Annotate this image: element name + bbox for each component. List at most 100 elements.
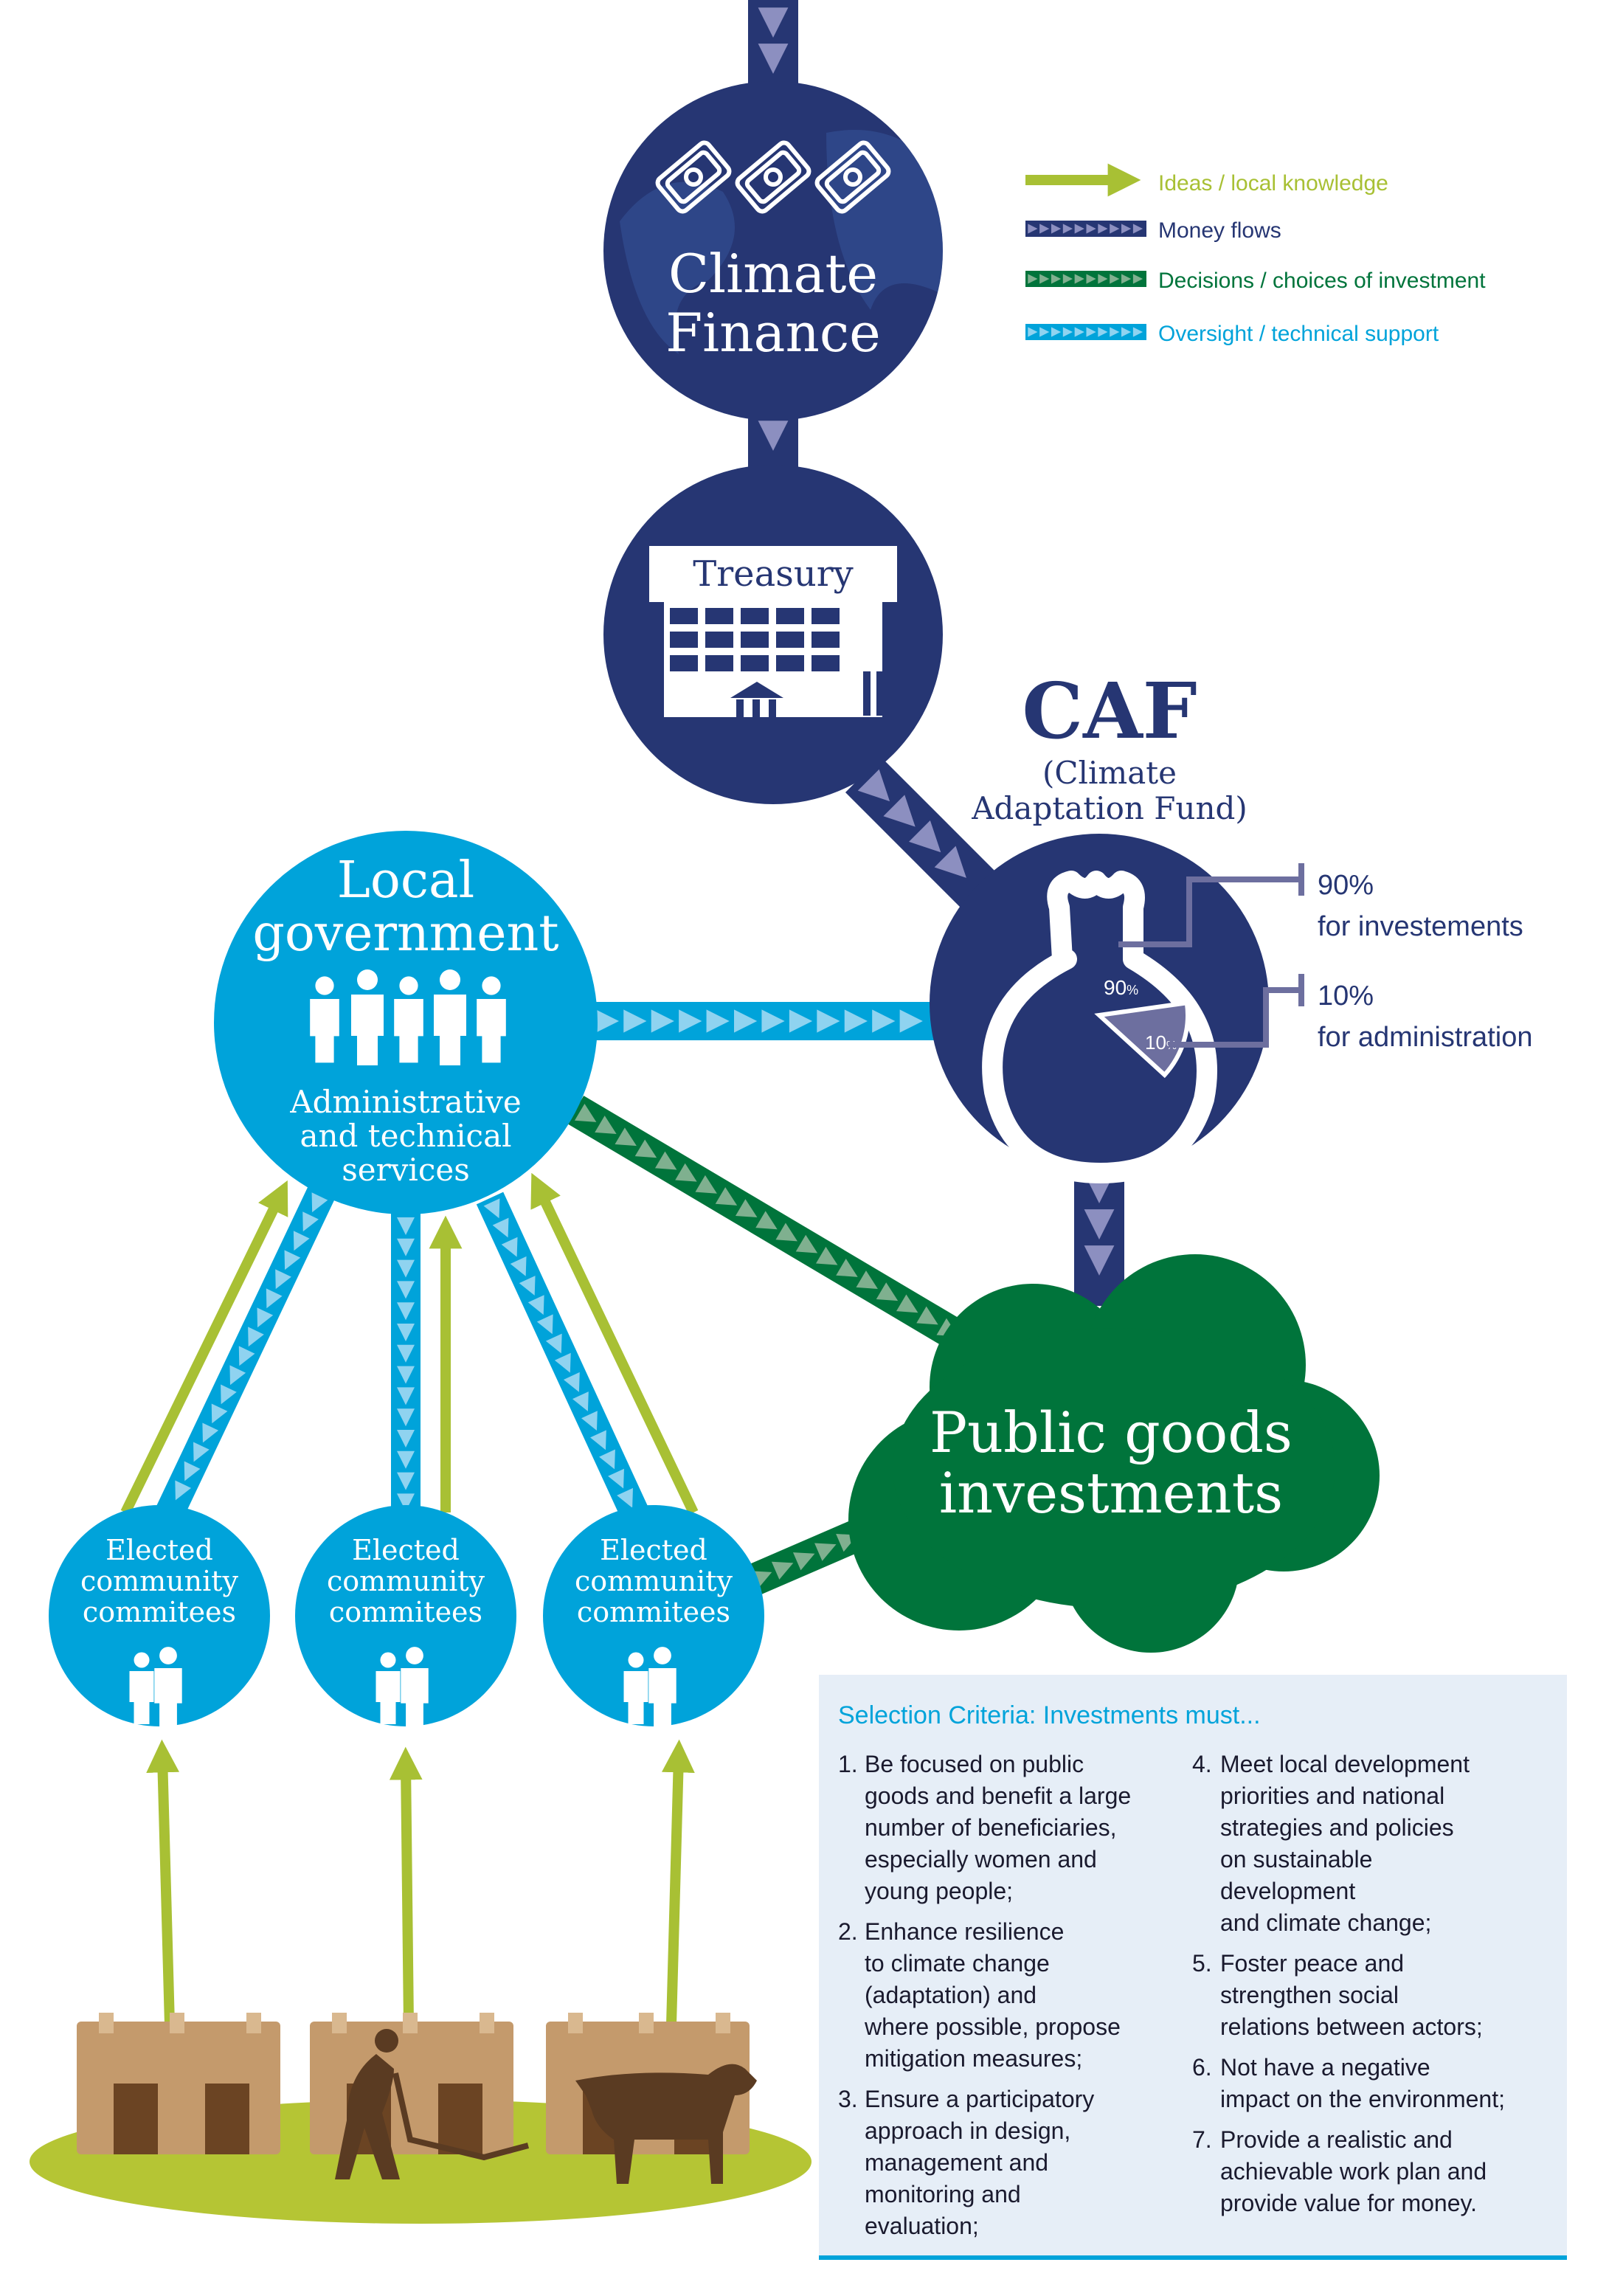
chevron-mark <box>397 1366 415 1384</box>
chevron-mark <box>1039 327 1050 337</box>
local-government-sub-2: and technical <box>300 1118 511 1154</box>
chevron-mark <box>1098 224 1108 234</box>
criteria-line: management and <box>865 2149 1048 2176</box>
caf-title: CAF <box>1022 665 1197 756</box>
criteria-line: (adaptation) and <box>865 1982 1037 2008</box>
chevron-mark <box>1098 327 1108 337</box>
chevron-mark <box>775 1223 797 1242</box>
climate-finance-label-2: Finance <box>665 302 881 364</box>
chevron-mark <box>1121 274 1132 284</box>
globe-icon <box>620 130 943 354</box>
chevron-mark <box>563 1372 580 1392</box>
chevron-mark <box>916 1306 938 1325</box>
chevron-mark <box>872 1009 896 1033</box>
chevron-mark <box>501 1237 518 1257</box>
chevron-mark <box>397 1472 415 1490</box>
climate-finance-label-1: Climate <box>668 243 878 305</box>
legend-decisions: Decisions / choices of investment <box>1158 269 1486 293</box>
chevron-mark <box>1062 274 1073 284</box>
chevron-mark <box>817 1009 840 1033</box>
chevron-mark <box>792 1552 815 1571</box>
chevron-mark <box>581 1411 598 1431</box>
criteria-line: especially women and <box>865 1846 1097 1873</box>
chevron-mark <box>595 1009 619 1033</box>
chevron-mark <box>1062 224 1073 234</box>
chevron-mark <box>397 1281 415 1299</box>
chevron-mark <box>1028 224 1038 234</box>
chevron-mark <box>623 1009 647 1033</box>
chevron-mark <box>679 1009 702 1033</box>
chevron-mark <box>814 1543 837 1561</box>
chevron-mark <box>675 1163 697 1182</box>
criteria-line: evaluation; <box>865 2213 979 2239</box>
chevron-mark <box>1051 274 1062 284</box>
chevron-mark <box>595 1116 617 1134</box>
local-government-sub-3: services <box>342 1152 470 1188</box>
criteria-number: 3. <box>838 2086 858 2112</box>
criteria-line: strengthen social <box>1220 1982 1399 2008</box>
farmer-icon <box>335 2029 530 2179</box>
chevron-mark <box>1074 224 1084 234</box>
committee-label: community <box>575 1565 733 1597</box>
criteria-line: Enhance resilience <box>865 1918 1064 1945</box>
chevron-mark <box>815 1246 838 1265</box>
chevron-mark <box>876 1282 899 1301</box>
chevron-mark <box>211 1403 228 1424</box>
chevron-mark <box>836 1259 858 1277</box>
oversight-flow-to-committee-3 <box>476 1192 648 1519</box>
caf-node: CAF (Climate Adaptation Fund) 90% 10% 90… <box>930 665 1532 1183</box>
chevron-mark <box>1132 274 1143 284</box>
chevron-mark <box>248 1327 264 1347</box>
chevron-mark <box>856 1270 878 1289</box>
oversight-flow-caf-local-government <box>590 1002 937 1040</box>
chevron-mark <box>734 1009 758 1033</box>
chevron-mark <box>238 1346 255 1366</box>
criteria-line: strategies and policies <box>1220 1814 1454 1841</box>
criteria-number: 4. <box>1192 1751 1212 1777</box>
ideas-arrow-committee-3 <box>530 1172 699 1515</box>
pie-label-90: 90% <box>1104 976 1138 999</box>
chevron-mark <box>654 1151 677 1170</box>
cyan-chevron-band-icon <box>1025 324 1146 340</box>
criteria-line: goods and benefit a large <box>865 1782 1131 1809</box>
chevron-mark <box>1039 224 1050 234</box>
chevron-mark <box>758 421 789 451</box>
chevron-mark <box>695 1175 717 1194</box>
criteria-line: Be focused on public <box>865 1751 1084 1777</box>
chevron-mark <box>397 1259 415 1278</box>
house-icon <box>77 2013 280 2154</box>
chevron-mark <box>1074 274 1084 284</box>
chevron-mark <box>397 1302 415 1321</box>
chevron-mark <box>1062 327 1073 337</box>
chevron-mark <box>397 1238 415 1256</box>
chevron-mark <box>1110 327 1120 337</box>
money-flow-to-caf <box>845 756 1004 916</box>
chevron-mark <box>1086 224 1096 234</box>
criteria-line: on sustainable <box>1220 1846 1372 1873</box>
caf-subtitle-2: Adaptation Fund) <box>971 790 1247 826</box>
criteria-number: 1. <box>838 1751 858 1777</box>
oversight-flow-to-committee-1 <box>156 1186 336 1519</box>
chevron-mark <box>284 1250 301 1270</box>
criteria-line: Not have a negative <box>1220 2054 1430 2081</box>
chevron-mark <box>193 1442 210 1462</box>
chevron-mark <box>715 1187 738 1206</box>
public-goods-label-2: investments <box>939 1460 1283 1526</box>
chevron-mark <box>761 1009 785 1033</box>
chevron-mark <box>483 1198 500 1219</box>
criteria-line: young people; <box>865 1878 1013 1904</box>
criteria-line: priorities and national <box>1220 1782 1444 1809</box>
cloud-shape <box>848 1254 1380 1653</box>
callout-lines <box>1118 863 1304 1048</box>
chevron-mark <box>758 7 789 38</box>
chevron-mark <box>617 1487 633 1508</box>
chevron-mark <box>554 1352 571 1373</box>
local-government-title-1: Local <box>337 851 474 910</box>
chevron-mark <box>634 1139 657 1158</box>
local-government-sub-1: Administrative <box>289 1084 521 1120</box>
criteria-line: Foster peace and <box>1220 1950 1404 1977</box>
chevron-mark <box>789 1009 813 1033</box>
